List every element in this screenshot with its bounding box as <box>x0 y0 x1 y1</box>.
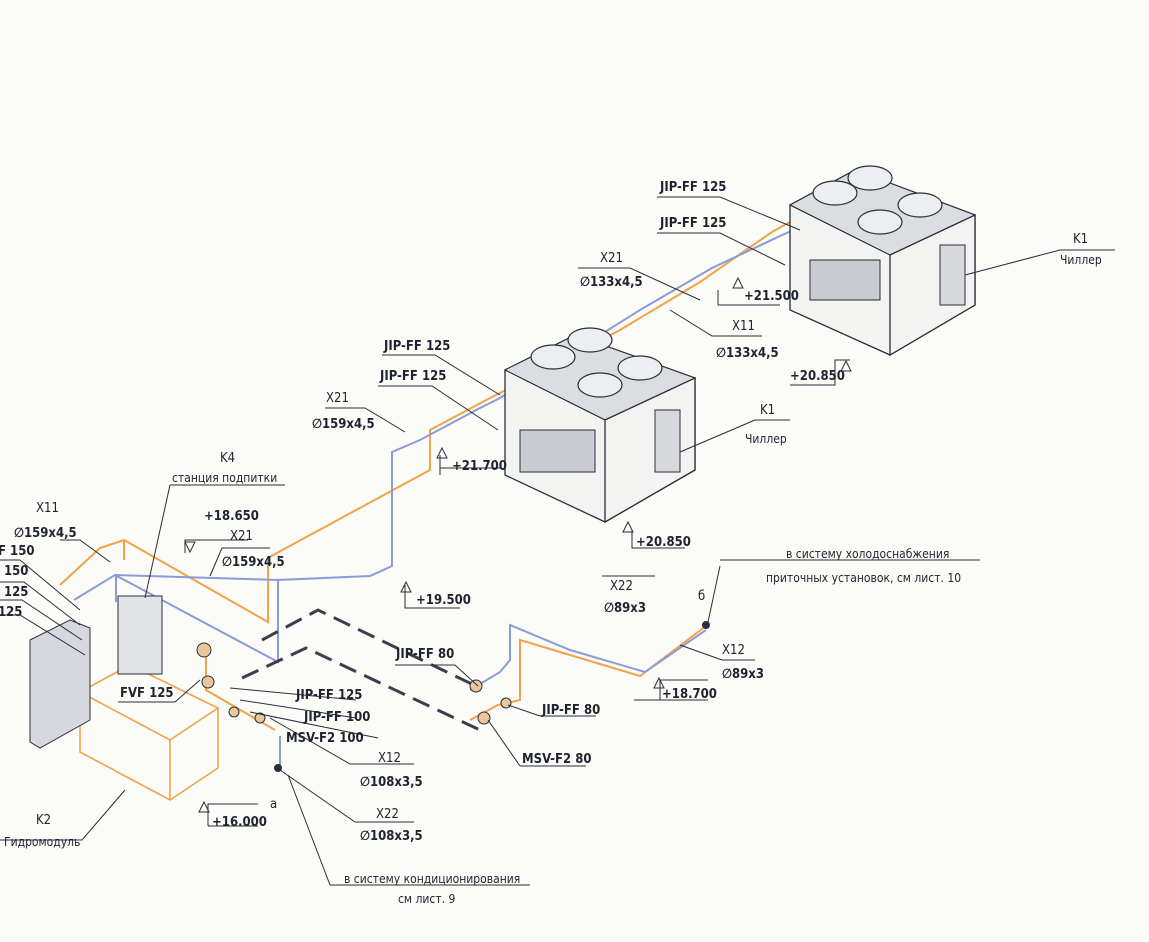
label-jip-ff-125-top1: JIP-FF 125 <box>659 180 726 195</box>
label-msv-f2-80: MSV-F2 80 <box>522 752 592 767</box>
label-elev-21700: +21.700 <box>452 459 507 474</box>
chiller-upper <box>788 165 977 357</box>
label-d133-lower: ∅133x4,5 <box>716 346 779 361</box>
leader-lines <box>0 196 1115 886</box>
label-jip-ff-125-mid1: JIP-FF 125 <box>383 339 450 354</box>
label-k1-lower-name: Чиллер <box>745 432 787 446</box>
hydromodule <box>29 595 710 801</box>
label-x21-low: X21 <box>230 529 253 544</box>
label-to-ac-l1: в систему кондиционирования <box>344 872 520 886</box>
label-jip-ff-80-1: JIP-FF 80 <box>395 647 454 662</box>
label-to-cooling-l1: в систему холодоснабжения <box>786 547 949 561</box>
label-x12-low: X12 <box>378 751 401 766</box>
label-jip-ff-80-2: JIP-FF 80 <box>541 703 600 718</box>
label-fvf-125: FVF 125 <box>120 686 174 701</box>
label-d159-low: ∅159x4,5 <box>222 555 285 570</box>
label-to-ac-l2: см лист. 9 <box>398 892 456 906</box>
label-point-b: б <box>698 589 705 604</box>
label-x11-upper: X11 <box>732 319 755 334</box>
label-k2-tag: K2 <box>36 813 51 828</box>
chiller-lower <box>503 327 697 524</box>
dashed-pipes <box>241 608 481 732</box>
label-k2-name: Гидромодуль <box>4 835 80 849</box>
label-x21-mid: X21 <box>326 391 349 406</box>
label-elev-19500: +19.500 <box>416 593 471 608</box>
label-elev-21500: +21.500 <box>744 289 799 304</box>
label-d108-1: ∅108x3,5 <box>360 775 423 790</box>
label-jip-ff-125-mid2: JIP-FF 125 <box>379 369 446 384</box>
label-k4-name: станция подпитки <box>172 471 277 485</box>
label-elev-18700: +18.700 <box>662 687 717 702</box>
label-to-cooling-l2: приточных установок, см лист. 10 <box>766 571 961 585</box>
label-150: 150 <box>4 564 28 579</box>
label-d89-1: ∅89x3 <box>604 601 646 616</box>
label-x11-left: X11 <box>36 501 59 516</box>
label-point-a: а <box>270 797 277 812</box>
label-d133-upper: ∅133x4,5 <box>580 275 643 290</box>
label-125a: 125 <box>4 585 28 600</box>
label-elev-20850-upper: +20.850 <box>790 369 845 384</box>
label-elev-20850-lower: +20.850 <box>636 535 691 550</box>
label-125b: 125 <box>0 605 22 620</box>
label-jip-ff-125-top2: JIP-FF 125 <box>659 216 726 231</box>
label-k1-upper-name: Чиллер <box>1060 253 1102 267</box>
elevation-markers <box>184 276 852 813</box>
label-x22-right: X22 <box>610 579 633 594</box>
label-x22-low: X22 <box>376 807 399 822</box>
label-x21-upper: X21 <box>600 251 623 266</box>
label-k1-lower-tag: K1 <box>760 403 775 418</box>
label-d159-left: ∅159x4,5 <box>14 526 77 541</box>
label-d159-mid: ∅159x4,5 <box>312 417 375 432</box>
label-msv-f2-100: MSV-F2 100 <box>286 731 364 746</box>
label-elev-16000: +16.000 <box>212 815 267 830</box>
label-jip-ff-125-low: JIP-FF 125 <box>295 688 362 703</box>
return-pipes <box>73 227 799 770</box>
label-k1-upper-tag: K1 <box>1073 232 1088 247</box>
label-elev-18650: +18.650 <box>204 509 259 524</box>
label-f150: F 150 <box>0 544 34 559</box>
label-d108-2: ∅108x3,5 <box>360 829 423 844</box>
label-x12-right: X12 <box>722 643 745 658</box>
label-jip-ff-100: JIP-FF 100 <box>303 710 370 725</box>
label-k4-tag: K4 <box>220 451 235 466</box>
label-d89-2: ∅89x3 <box>722 667 764 682</box>
